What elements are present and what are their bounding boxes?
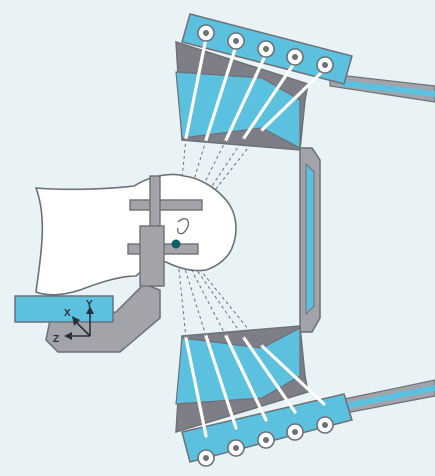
stereotactic-frame bbox=[127, 175, 203, 287]
patient-couch bbox=[14, 283, 161, 353]
axis-label-z: Z bbox=[53, 334, 59, 345]
lower-source-rings bbox=[197, 416, 334, 467]
axis-label-y: Y bbox=[86, 299, 93, 310]
target-point bbox=[171, 239, 181, 249]
axis-label-x: X bbox=[64, 308, 71, 319]
lower-collimator-array bbox=[175, 325, 435, 467]
coordinate-axes: Y X Z bbox=[53, 299, 94, 345]
side-housing bbox=[299, 147, 321, 333]
x-axis-arrow bbox=[75, 321, 91, 337]
upper-source-rings bbox=[197, 24, 334, 74]
upper-radiation-source-connector bbox=[329, 73, 435, 103]
upper-collimator-array bbox=[175, 13, 435, 151]
